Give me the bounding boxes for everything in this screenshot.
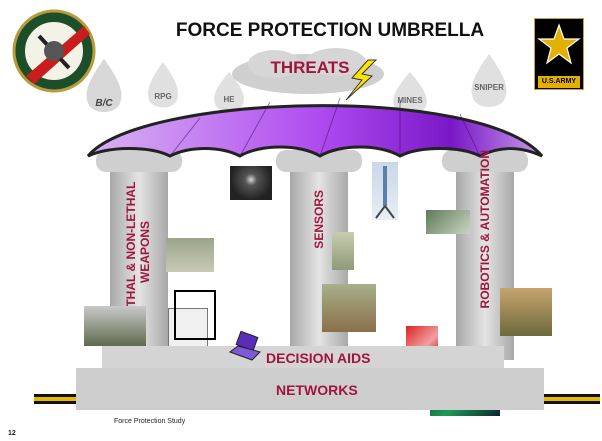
photo-robot-vehicle bbox=[500, 288, 552, 336]
army-star-icon bbox=[537, 23, 581, 65]
threat-drop-sniper bbox=[471, 54, 507, 107]
threat-drop-rpg bbox=[148, 62, 178, 108]
photo-weapon-system bbox=[166, 238, 214, 272]
right-stripe-middle bbox=[544, 397, 600, 401]
threat-label-he: HE bbox=[223, 95, 235, 104]
threat-drop-mines bbox=[393, 72, 427, 114]
right-stripe-top bbox=[544, 394, 600, 397]
networks-platform bbox=[76, 368, 544, 410]
footer-page-number: 12 bbox=[8, 430, 16, 437]
left-stripe-top bbox=[34, 394, 76, 397]
decision-aids-platform bbox=[102, 346, 504, 368]
threat-label-bc: B/C bbox=[95, 98, 113, 109]
footer-study-label: Force Protection Study bbox=[114, 418, 186, 425]
photo-night-vision bbox=[230, 166, 272, 200]
decision-aids-label: DECISION AIDS bbox=[266, 350, 371, 366]
photo-sensor-tower bbox=[372, 162, 398, 220]
threat-drop-bc bbox=[86, 59, 122, 112]
photo-soldiers-weapon bbox=[84, 306, 146, 346]
networks-label: NETWORKS bbox=[276, 382, 358, 398]
left-stripe-middle bbox=[34, 397, 76, 401]
pillar-label-robotics: ROBOTICS & AUTOMATION bbox=[478, 150, 492, 309]
us-army-logo-text: U.S.ARMY bbox=[538, 76, 580, 88]
photo-outline-frame bbox=[174, 290, 216, 340]
threat-drop-he bbox=[214, 72, 244, 112]
command-crest-logo bbox=[12, 9, 96, 93]
right-stripe-bottom bbox=[544, 401, 600, 404]
pillar-right-capital bbox=[442, 150, 528, 172]
umbrella-canopy bbox=[86, 97, 544, 158]
threat-cloud bbox=[232, 48, 384, 94]
threat-label: THREATS bbox=[270, 58, 350, 77]
pillar-label-sensors: SENSORS bbox=[312, 190, 326, 249]
lightning-icon bbox=[345, 59, 378, 101]
pillar-middle-capital bbox=[276, 150, 362, 172]
page-title: FORCE PROTECTION UMBRELLA bbox=[175, 20, 485, 41]
us-army-logo: U.S.ARMY bbox=[534, 18, 584, 90]
threat-label-sniper: SNIPER bbox=[474, 83, 504, 92]
photo-handheld-device bbox=[426, 210, 470, 234]
photo-vehicle-crew bbox=[322, 284, 376, 332]
left-stripe-bottom bbox=[34, 401, 76, 404]
pillar-label-lethal-text: LETHAL & NON-LETHAL WEAPONS bbox=[124, 181, 152, 323]
threat-label-mines: MINES bbox=[397, 96, 423, 105]
laptop-icon bbox=[228, 330, 261, 361]
threat-label-rpg: RPG bbox=[154, 92, 172, 101]
pillar-left-capital bbox=[96, 150, 182, 172]
photo-sensor-unit bbox=[332, 232, 354, 270]
tower-icon bbox=[375, 166, 395, 219]
